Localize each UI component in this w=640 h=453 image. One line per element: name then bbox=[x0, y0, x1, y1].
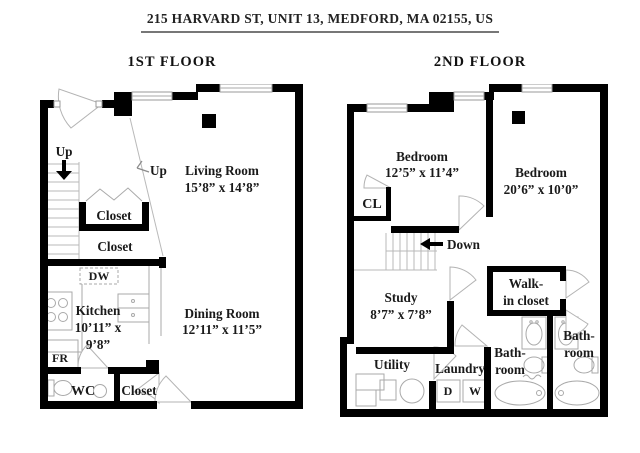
dryer-label: D bbox=[444, 384, 453, 398]
sink-icon bbox=[521, 316, 547, 350]
second-floor-heading: 2ND FLOOR bbox=[433, 54, 527, 70]
address-text: 215 HARVARD ST, UNIT 13, MEDFORD, MA 021… bbox=[140, 11, 500, 33]
up-arrow-icon bbox=[56, 160, 72, 180]
study-dims: 8’7” x 7’8” bbox=[370, 307, 432, 322]
down-label: Down bbox=[447, 237, 481, 252]
bedroom-right-dims: 20’6” x 10’0” bbox=[504, 182, 579, 197]
bathroom-right-label-1: Bath- bbox=[563, 328, 595, 343]
dining-room-label: Dining Room bbox=[184, 306, 259, 321]
bedroom-right-label: Bedroom bbox=[515, 165, 567, 180]
windows bbox=[53, 84, 273, 108]
bathroom-right-label-2: room bbox=[564, 345, 594, 360]
toilet-icon bbox=[573, 356, 599, 374]
dryer-box bbox=[436, 379, 461, 403]
kitchen-dims-2: 9’8” bbox=[86, 337, 110, 352]
bathroom-left-label-2: room bbox=[495, 362, 525, 377]
first-floor-heading: 1ST FLOOR bbox=[127, 54, 217, 70]
living-room-dims: 15’8” x 14’8” bbox=[185, 180, 260, 195]
living-room-label: Living Room bbox=[185, 163, 259, 178]
dining-room-dims: 12’11” x 11’5” bbox=[182, 322, 262, 337]
bathtub-icon bbox=[494, 374, 546, 406]
utility-equipment bbox=[355, 373, 425, 407]
kitchen-label: Kitchen bbox=[76, 303, 121, 318]
study-label: Study bbox=[385, 290, 418, 305]
wc-label: WC bbox=[71, 384, 95, 399]
laundry-label: Laundry bbox=[435, 361, 485, 376]
door-arcs bbox=[57, 88, 193, 405]
door-arcs bbox=[363, 174, 590, 381]
utility-label: Utility bbox=[374, 357, 410, 372]
walk-in-closet-label-2: in closet bbox=[503, 293, 549, 308]
walk-in-closet-label-1: Walk- bbox=[509, 276, 543, 291]
walls bbox=[340, 84, 608, 417]
address-title: 215 HARVARD ST, UNIT 13, MEDFORD, MA 021… bbox=[0, 10, 640, 33]
closet-upper-label: Closet bbox=[96, 208, 132, 223]
toilet-icon bbox=[523, 356, 549, 374]
up-label: Up bbox=[56, 144, 73, 159]
walls bbox=[40, 84, 303, 409]
windows bbox=[366, 84, 553, 113]
closet-lower-label: Closet bbox=[97, 239, 133, 254]
first-floor-plan: Up Up Living Room 15’8” x 14’8” Closet C… bbox=[40, 84, 303, 409]
dishwasher-label: DW bbox=[89, 269, 110, 283]
oven-icon bbox=[117, 293, 150, 323]
up-mid-label: Up bbox=[150, 163, 167, 178]
washer-label: W bbox=[469, 384, 481, 398]
sink-icon bbox=[93, 384, 107, 398]
kitchen-counter bbox=[47, 266, 162, 353]
bathroom-left-label-1: Bath- bbox=[494, 345, 526, 360]
down-arrow-icon bbox=[420, 238, 443, 250]
stairs-icon bbox=[354, 233, 437, 271]
fridge-label: FR bbox=[52, 351, 68, 365]
toilet-icon bbox=[47, 379, 73, 397]
bedroom-left-label: Bedroom bbox=[396, 149, 448, 164]
stairs-icon bbox=[48, 117, 164, 259]
up-mid-arrow-icon bbox=[136, 160, 150, 173]
kitchen-dims-1: 10’11” x bbox=[75, 320, 122, 335]
closet-hall-label: Closet bbox=[121, 383, 157, 398]
second-floor-plan: Bedroom 12’5” x 11’4” Bedroom 20’6” x 10… bbox=[340, 84, 608, 417]
bathtub-icon bbox=[554, 380, 600, 406]
bedroom-left-dims: 12’5” x 11’4” bbox=[385, 165, 459, 180]
cl-closet-label: CL bbox=[362, 197, 381, 212]
